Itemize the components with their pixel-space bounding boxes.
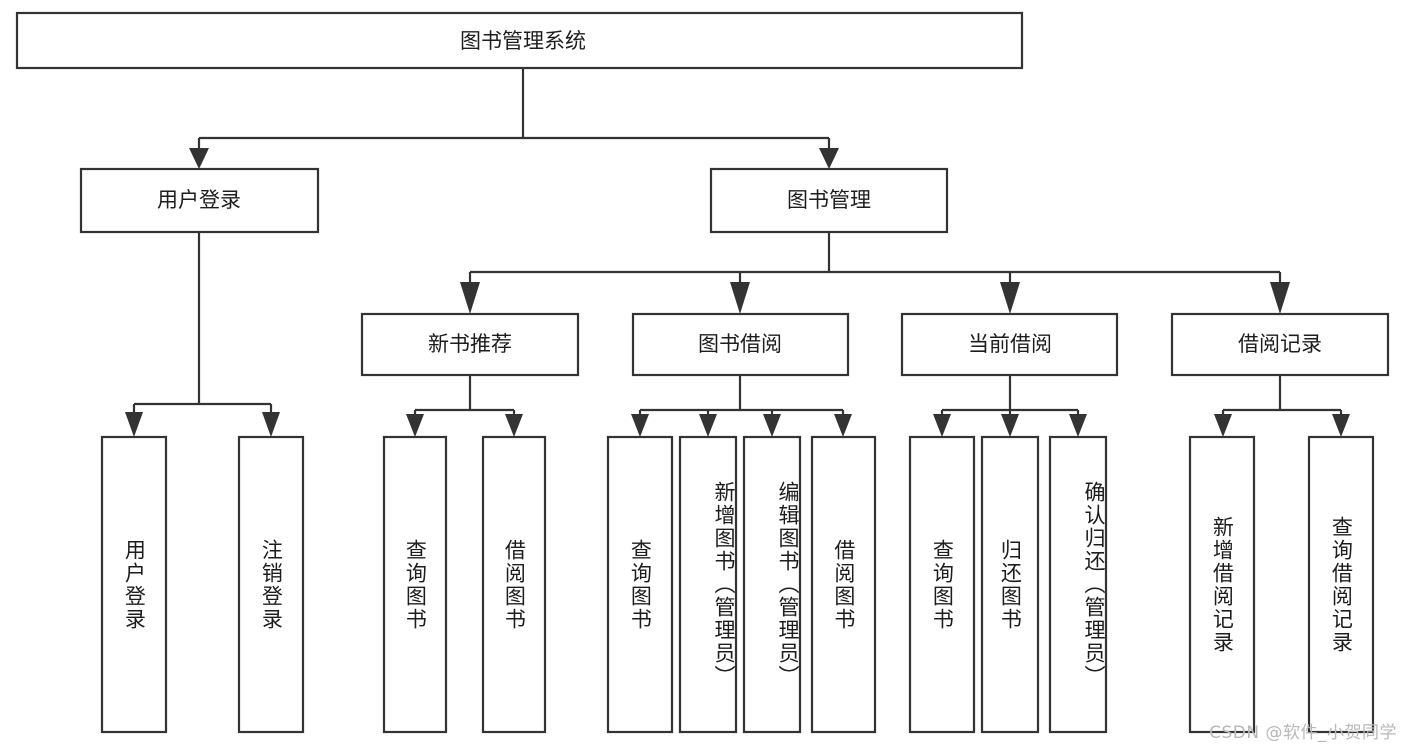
leaf-box-user-logout[interactable] bbox=[237, 435, 305, 734]
leaf-box-recommend-borrow-book[interactable] bbox=[481, 435, 547, 734]
node-book-management-label: 图书管理 bbox=[787, 188, 871, 212]
arrowhead-current-leaf-3 bbox=[1069, 414, 1087, 437]
node-root-system[interactable]: 图书管理系统 bbox=[15, 11, 1024, 70]
node-borrow-records-box[interactable] bbox=[1170, 312, 1390, 377]
node-current-borrow[interactable]: 当前借阅 bbox=[900, 312, 1119, 377]
node-borrow-records[interactable]: 借阅记录 bbox=[1170, 312, 1390, 377]
arrowhead-current-leaf-2 bbox=[1001, 414, 1019, 437]
arrowhead-borrow-leaf-1 bbox=[631, 414, 649, 437]
leaf-box-current-confirm-return-admin[interactable] bbox=[1048, 435, 1108, 734]
arrowhead-user-login-leaf-2 bbox=[262, 412, 280, 437]
arrowhead-recommend-leaf-1 bbox=[406, 414, 424, 437]
leaf-box-records-add-record[interactable] bbox=[1188, 435, 1256, 734]
connector-current-borrow-trunk bbox=[940, 375, 1080, 418]
leaf-box-borrow-query-book[interactable] bbox=[606, 435, 674, 734]
node-new-book-recommend-label: 新书推荐 bbox=[428, 332, 512, 356]
node-book-borrow[interactable]: 图书借阅 bbox=[631, 312, 850, 377]
node-current-borrow-box[interactable] bbox=[900, 312, 1119, 377]
arrowhead-records-leaf-2 bbox=[1332, 414, 1350, 437]
connectors-layer bbox=[125, 68, 1350, 437]
connector-borrow-records-trunk bbox=[1221, 375, 1343, 418]
node-user-login-box[interactable] bbox=[79, 167, 320, 234]
leaf-box-borrow-borrow-book[interactable] bbox=[810, 435, 877, 734]
leaf-box-borrow-edit-book-admin[interactable] bbox=[742, 435, 802, 734]
connector-user-login-trunk bbox=[132, 232, 273, 416]
node-root-system-box[interactable] bbox=[15, 11, 1024, 70]
arrowhead-to-book-management bbox=[819, 148, 839, 169]
arrowhead-to-current-borrow bbox=[1000, 282, 1020, 314]
arrowhead-current-leaf-1 bbox=[933, 414, 951, 437]
node-book-borrow-label: 图书借阅 bbox=[698, 332, 782, 356]
connector-book-management-trunk bbox=[468, 232, 1282, 286]
arrowhead-to-borrow-records bbox=[1270, 282, 1290, 314]
arrowhead-borrow-leaf-4 bbox=[834, 414, 852, 437]
leaf-box-records-query-record[interactable] bbox=[1307, 435, 1375, 734]
node-book-management-box[interactable] bbox=[709, 167, 949, 234]
leaf-boxes-layer bbox=[100, 435, 1375, 734]
connector-book-borrow-trunk bbox=[638, 375, 845, 418]
node-new-book-recommend[interactable]: 新书推荐 bbox=[360, 312, 580, 377]
arrowhead-recommend-leaf-2 bbox=[505, 414, 523, 437]
arrowhead-borrow-leaf-3 bbox=[763, 414, 781, 437]
node-borrow-records-label: 借阅记录 bbox=[1238, 332, 1322, 356]
leaf-box-recommend-query-book[interactable] bbox=[382, 435, 448, 734]
arrowhead-to-user-login bbox=[189, 148, 209, 169]
arrowhead-user-login-leaf-1 bbox=[125, 412, 143, 437]
node-user-login-label: 用户登录 bbox=[157, 188, 241, 212]
connector-new-book-recommend-trunk bbox=[413, 375, 516, 418]
connector-root-trunk bbox=[197, 68, 831, 152]
leaf-box-borrow-add-book-admin[interactable] bbox=[678, 435, 738, 734]
node-new-book-recommend-box[interactable] bbox=[360, 312, 580, 377]
arrowhead-records-leaf-1 bbox=[1214, 414, 1232, 437]
node-book-borrow-box[interactable] bbox=[631, 312, 850, 377]
csdn-watermark: CSDN @软件_小贺同学 bbox=[1209, 723, 1397, 743]
node-book-management[interactable]: 图书管理 bbox=[709, 167, 949, 234]
leaf-box-current-query-book[interactable] bbox=[908, 435, 976, 734]
leaf-box-user-login[interactable] bbox=[100, 435, 168, 734]
node-user-login[interactable]: 用户登录 bbox=[79, 167, 320, 234]
arrowhead-to-book-borrow bbox=[730, 282, 750, 314]
arrowhead-to-new-book-recommend bbox=[460, 282, 480, 314]
leaf-box-current-return-book[interactable] bbox=[980, 435, 1040, 734]
node-root-system-label: 图书管理系统 bbox=[460, 29, 586, 53]
arrowhead-borrow-leaf-2 bbox=[699, 414, 717, 437]
node-current-borrow-label: 当前借阅 bbox=[968, 332, 1052, 356]
